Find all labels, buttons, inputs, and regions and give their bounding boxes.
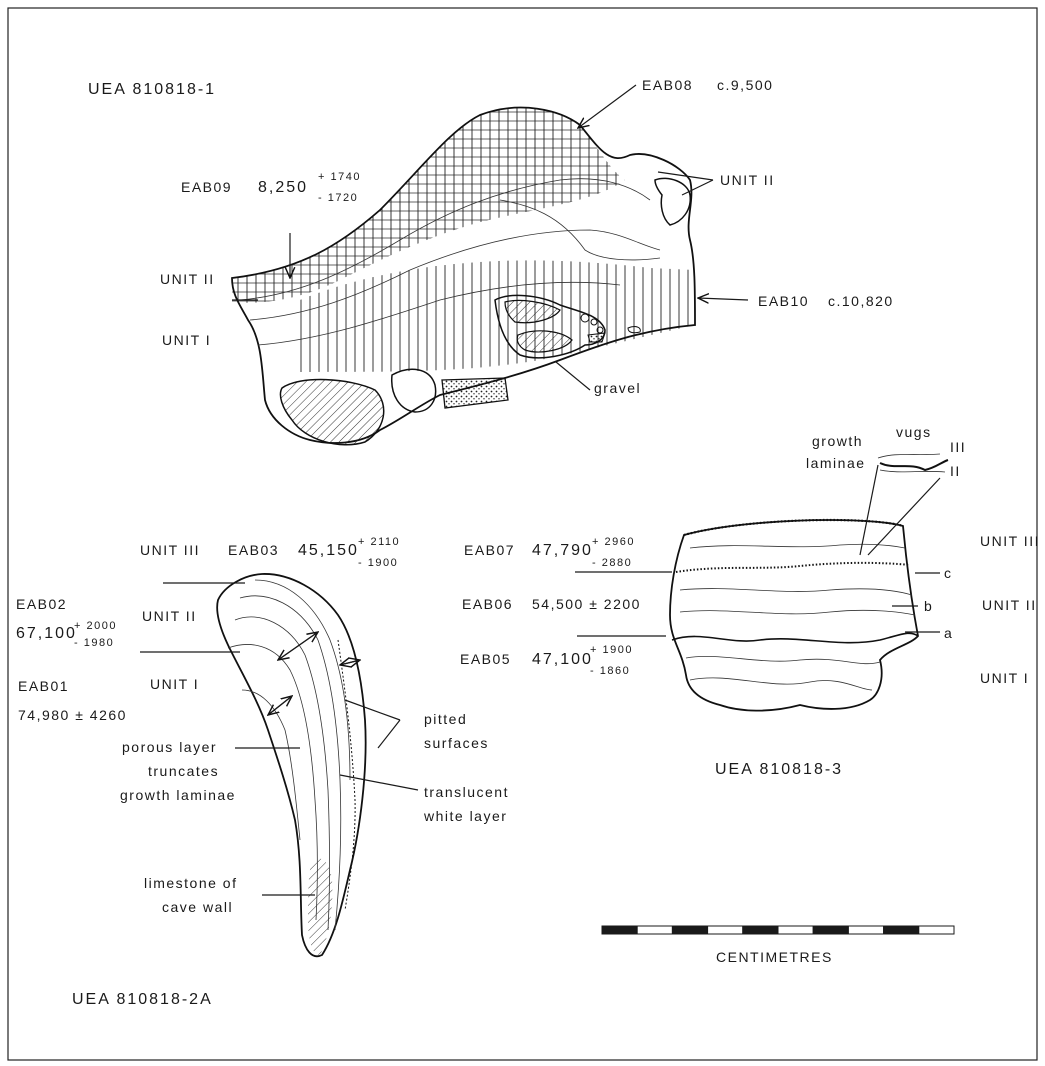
scale-segment [848, 926, 883, 934]
translucent-label-1: translucent [424, 784, 509, 800]
unit-ii-3-label: UNIT II [982, 597, 1037, 613]
limestone-label-1: limestone of [144, 875, 237, 891]
specimen-3-title: UEA 810818-3 [715, 761, 843, 778]
specimen-1-drawing [232, 85, 748, 445]
layer-a-label: a [944, 625, 953, 641]
unit-ii-left-label: UNIT II [160, 271, 215, 287]
scale-segment [813, 926, 848, 934]
scale-segment [743, 926, 778, 934]
eab05-value: 47,100 [532, 651, 593, 668]
scale-segment [919, 926, 954, 934]
limestone-label-2: cave wall [162, 899, 233, 915]
porous-label-3: growth laminae [120, 787, 236, 803]
eab08-label: EAB08 [642, 77, 693, 93]
roman-ii-label: II [950, 463, 961, 479]
eab01-value: 74,980 ± 4260 [18, 707, 127, 723]
unit-iii-2a-label: UNIT III [140, 542, 200, 558]
eab09-minus: - 1720 [318, 192, 358, 204]
eab03-minus: - 1900 [358, 557, 398, 569]
unit-ii-right-label: UNIT II [720, 172, 775, 188]
growth-label-2: laminae [806, 455, 866, 471]
translucent-label-2: white layer [423, 808, 507, 824]
layer-b-label: b [924, 598, 933, 614]
eab07-minus: - 2880 [592, 557, 632, 569]
scale-segment [884, 926, 919, 934]
pitted-label-2: surfaces [424, 735, 489, 751]
scale-bar [602, 926, 954, 934]
eab01-label: EAB01 [18, 678, 69, 694]
unit-iii-3-label: UNIT III [980, 533, 1040, 549]
scale-label: CENTIMETRES [716, 949, 833, 965]
eab08-value: c.9,500 [717, 77, 773, 93]
eab09-plus: + 1740 [318, 171, 361, 183]
porous-label-1: porous layer [122, 739, 217, 755]
unit-i-3-label: UNIT I [980, 670, 1029, 686]
layer-c-label: c [944, 565, 953, 581]
eab07-plus: + 2960 [592, 536, 635, 548]
eab05-label: EAB05 [460, 651, 511, 667]
porous-label-2: truncates [148, 763, 219, 779]
scale-segment [672, 926, 707, 934]
eab02-plus: + 2000 [74, 620, 117, 632]
eab09-value: 8,250 [258, 179, 308, 196]
unit-i-2a-label: UNIT I [150, 676, 199, 692]
eab02-label: EAB02 [16, 596, 67, 612]
specimen-2a-title: UEA 810818-2A [72, 991, 213, 1008]
eab05-plus: + 1900 [590, 644, 633, 656]
roman-iii-label: III [950, 439, 966, 455]
eab02-value: 67,100 [16, 625, 77, 642]
scale-segment [778, 926, 813, 934]
eab06-value: 54,500 ± 2200 [532, 596, 641, 612]
scale-segment [602, 926, 637, 934]
specimen-1-title: UEA 810818-1 [88, 81, 216, 98]
pitted-label-1: pitted [424, 711, 467, 727]
unit-i-left-label: UNIT I [162, 332, 211, 348]
eab07-value: 47,790 [532, 542, 593, 559]
eab06-label: EAB06 [462, 596, 513, 612]
vugs-label: vugs [896, 424, 932, 440]
scale-segment [637, 926, 672, 934]
eab09-label: EAB09 [181, 179, 232, 195]
eab02-minus: - 1980 [74, 637, 114, 649]
eab03-label: EAB03 [228, 542, 279, 558]
eab07-label: EAB07 [464, 542, 515, 558]
eab05-minus: - 1860 [590, 665, 630, 677]
eab03-plus: + 2110 [358, 536, 400, 548]
eab10-value: c.10,820 [828, 293, 894, 309]
scale-segment [708, 926, 743, 934]
growth-label-1: growth [812, 433, 863, 449]
eab10-label: EAB10 [758, 293, 809, 309]
unit-ii-2a-label: UNIT II [142, 608, 197, 624]
specimen-3-drawing [575, 454, 948, 711]
eab03-value: 45,150 [298, 542, 359, 559]
gravel-label: gravel [594, 380, 641, 396]
